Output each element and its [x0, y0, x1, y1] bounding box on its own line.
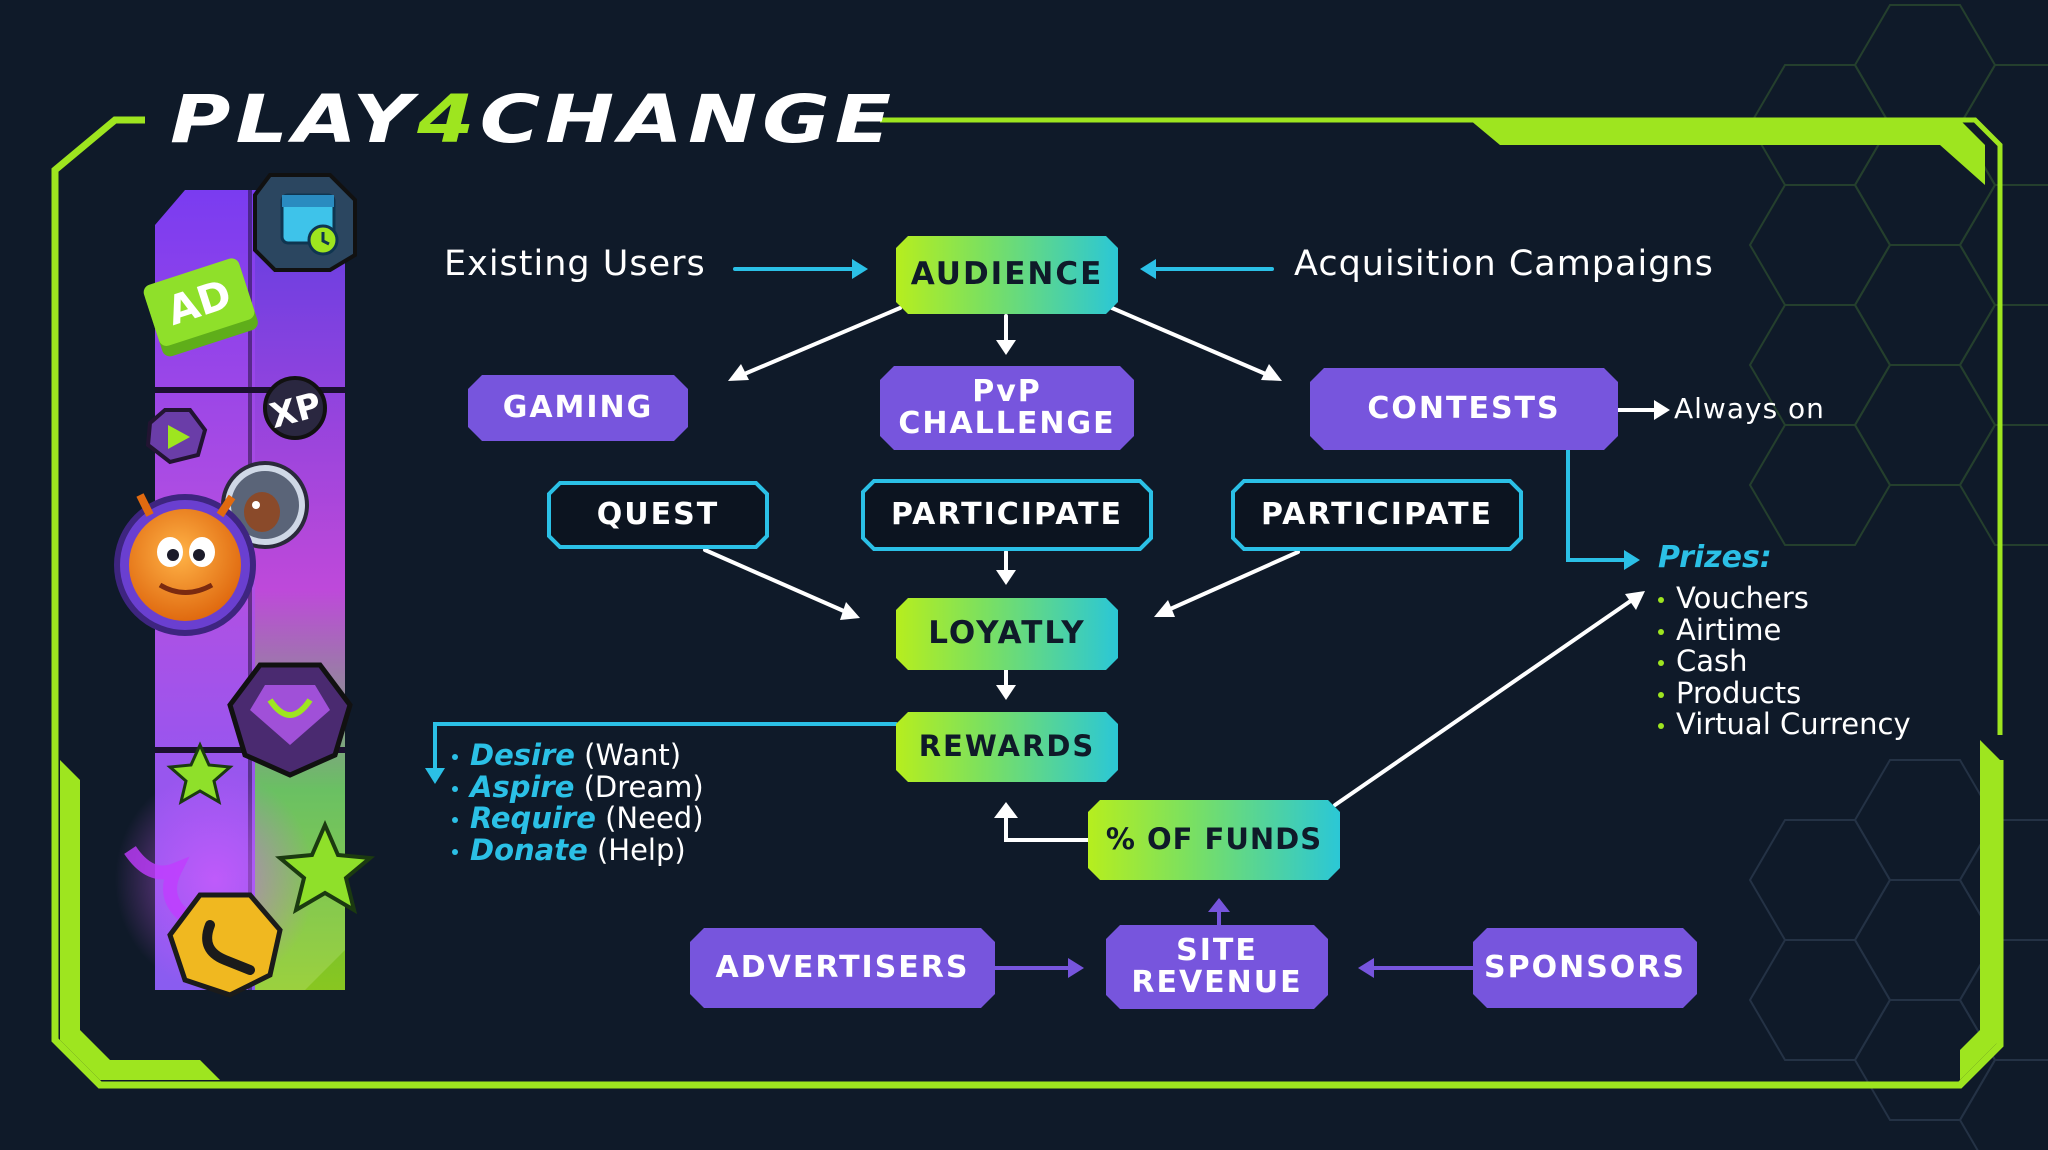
loyalty-node: LOYATLY [896, 598, 1118, 670]
funds-node: % OF FUNDS [1088, 800, 1340, 880]
lime-frame [51, 116, 2004, 1089]
logo-play: PLAY [170, 81, 418, 158]
arrowhead [1154, 600, 1175, 617]
gaming-node: GAMING [468, 375, 688, 441]
xp-badge-icon: XP [263, 376, 327, 440]
calendar-clock-icon [253, 173, 357, 272]
arrow-contests-prizes [1566, 448, 1628, 562]
list-item: Aspire (Dream) [450, 769, 704, 804]
arrowhead [425, 768, 445, 784]
hex-pattern-lower [1748, 759, 2048, 1150]
list-item: Desire (Want) [450, 738, 704, 772]
reward-keyword: Aspire [470, 769, 575, 804]
arrow-quest-loyalty [703, 548, 848, 614]
play4change-logo: PLAY4CHANGE [170, 70, 896, 170]
arrowhead [1261, 364, 1282, 381]
prizes-list: Vouchers Airtime Cash Products Virtual C… [1656, 582, 1911, 741]
arrowhead [1625, 591, 1645, 610]
play-gem-icon [145, 408, 208, 465]
monster-avatar-icon [114, 493, 256, 636]
reward-meaning: (Want) [584, 738, 682, 772]
arrowhead [1068, 958, 1084, 978]
arrowhead [1624, 550, 1640, 570]
arrowhead [996, 570, 1016, 585]
reward-meaning: (Dream) [583, 769, 704, 804]
list-item: Virtual Currency [1656, 708, 1911, 741]
star-icon [166, 741, 234, 806]
arrowhead [1358, 958, 1374, 978]
quest-label: QUEST [596, 496, 720, 532]
arrow-contests-participate-loyalty [1166, 550, 1300, 612]
logo-four: 4 [417, 81, 480, 158]
arrowhead [1140, 259, 1156, 279]
ad-badge-icon: AD [143, 258, 258, 357]
reward-types-list: Desire (Want) Aspire (Dream) Require (Ne… [450, 738, 704, 867]
list-item: Airtime [1656, 614, 1911, 647]
reward-keyword: Donate [470, 832, 588, 867]
reward-meaning: (Help) [596, 832, 686, 867]
arrowhead [728, 364, 749, 381]
logo-change: CHANGE [479, 81, 897, 158]
always-on-label: Always on [1674, 392, 1825, 425]
list-item: Products [1656, 677, 1911, 710]
list-item: Donate (Help) [450, 832, 704, 867]
acquisition-campaigns-label: Acquisition Campaigns [1294, 244, 1714, 284]
boost-star-icon [275, 819, 375, 915]
arrow-audience-contests [1110, 306, 1270, 377]
arrowhead [1654, 400, 1670, 420]
list-item: Require (Need) [450, 801, 704, 835]
audience-node: AUDIENCE [896, 236, 1118, 314]
hex-pattern [1748, 4, 2048, 546]
arrowhead [996, 685, 1016, 700]
participate-contests-node: PARTICIPATE [1230, 478, 1524, 552]
reward-meaning: (Need) [605, 801, 704, 835]
flow-arrows [425, 259, 1670, 978]
arrow-rewards-types [433, 722, 898, 772]
participate-contests-label: PARTICIPATE [1260, 496, 1494, 532]
rewards-node: REWARDS [896, 712, 1118, 782]
pvp-challenge-node: PvP CHALLENGE [880, 366, 1134, 450]
arrowhead [996, 340, 1016, 355]
advertisers-node: ADVERTISERS [690, 928, 995, 1008]
shield-gem-icon [227, 662, 353, 778]
arrow-funds-rewards [1004, 813, 1090, 842]
participate-pvp-label: PARTICIPATE [890, 496, 1124, 532]
quest-node: QUEST [546, 480, 770, 550]
arrowhead [994, 802, 1018, 818]
participate-pvp-node: PARTICIPATE [860, 478, 1154, 552]
arrowhead [852, 259, 868, 279]
contests-node: CONTESTS [1310, 368, 1618, 450]
arrow-audience-gaming [740, 306, 902, 377]
arrowhead [1208, 898, 1230, 912]
arrow-funds-prizes [1333, 598, 1634, 807]
site-revenue-node: SITE REVENUE [1106, 925, 1328, 1009]
list-item: Vouchers [1656, 582, 1911, 615]
wrench-coin-icon [124, 845, 283, 998]
list-item: Cash [1656, 645, 1911, 678]
prizes-title: Prizes: [1658, 540, 1772, 575]
reward-keyword: Desire [470, 738, 575, 772]
existing-users-label: Existing Users [444, 244, 706, 284]
sponsors-node: SPONSORS [1473, 928, 1697, 1008]
reward-keyword: Require [470, 801, 596, 835]
arrowhead [840, 602, 860, 620]
